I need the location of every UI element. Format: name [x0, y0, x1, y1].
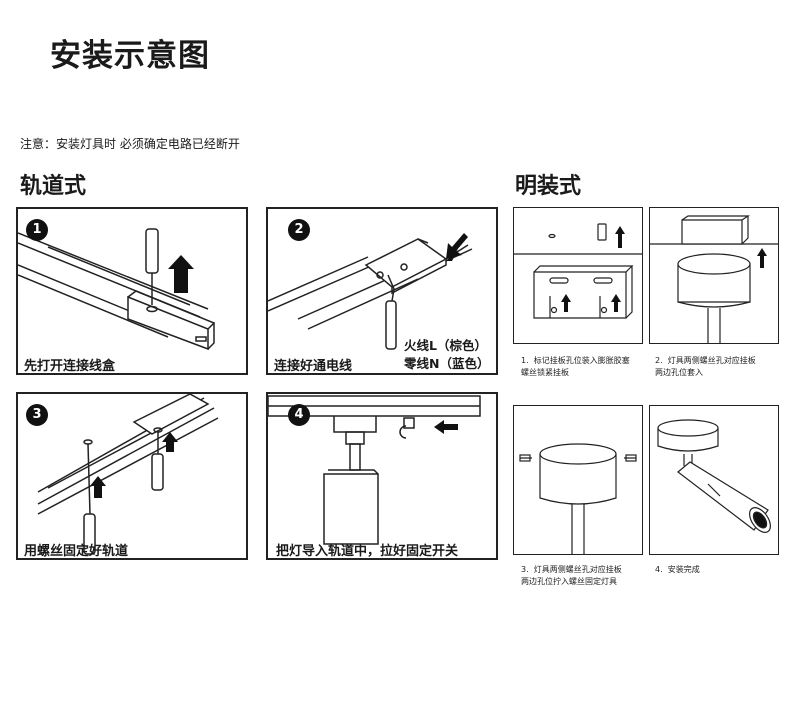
insert-light-illustration — [268, 395, 481, 545]
step-caption: 先打开连接线盒 — [24, 359, 116, 374]
page-title: 安装示意图 — [50, 38, 210, 74]
neutral-wire-label: 零线N（蓝色） — [404, 356, 490, 371]
caption-number: 3. — [521, 565, 529, 574]
step-number-badge: 1 — [26, 219, 48, 241]
track-heading: 轨道式 — [20, 174, 87, 199]
step-number-badge: 2 — [288, 219, 310, 241]
step-caption: 把灯导入轨道中，拉好固定开关 — [276, 544, 459, 559]
caption-number: 1. — [521, 356, 529, 365]
step-caption: 用螺丝固定好轨道 — [24, 544, 129, 559]
step-number-badge: 4 — [288, 404, 310, 426]
finished-spotlight-illustration — [657, 419, 771, 533]
surface-heading: 明装式 — [515, 174, 582, 199]
surface-step-4-caption: 4. 安装完成 — [655, 564, 700, 576]
caption-number: 4. — [655, 565, 663, 574]
caption-line-2: 两边孔位拧入螺丝固定灯具 — [521, 577, 617, 586]
screw-track-illustration — [37, 394, 219, 555]
caption-number: 2. — [655, 356, 663, 365]
wiring-illustration — [268, 233, 473, 350]
fixture-onto-plate-illustration — [650, 215, 778, 343]
track-step-3-panel: 3 用螺丝固定好轨道 — [16, 392, 248, 560]
surface-step-3-caption: 3. 灯具两侧螺丝孔对应挂板 两边孔位拧入螺丝固定灯具 — [521, 564, 622, 588]
step-caption: 连接好通电线 — [274, 359, 353, 374]
caption-line-1: 灯具两侧螺丝孔对应挂板 — [667, 356, 756, 365]
mounting-plate-illustration — [514, 223, 642, 319]
surface-step-3-panel — [513, 405, 643, 555]
track-step-4-panel: 4 把灯导入轨道中，拉好固定开关 — [266, 392, 498, 560]
surface-step-4-panel — [649, 405, 779, 555]
track-step-2-panel: 2 连接好通电线 火线L（棕色） 零线N（蓝色） — [266, 207, 498, 375]
caption-line-2: 螺丝锁紧挂板 — [521, 368, 569, 377]
surface-step-1-panel — [513, 207, 643, 344]
screw-fixture-illustration — [519, 443, 637, 554]
caption-line-1: 标记挂板孔位装入膨胀胶塞 — [533, 356, 630, 365]
surface-step-2-caption: 2. 灯具两侧螺丝孔对应挂板 两边孔位套入 — [655, 355, 756, 379]
caption-line-1: 灯具两侧螺丝孔对应挂板 — [533, 565, 622, 574]
safety-notice: 注意：安装灯具时 必须确定电路已经断开 — [20, 137, 240, 151]
surface-step-1-caption: 1. 标记挂板孔位装入膨胀胶塞 螺丝锁紧挂板 — [521, 355, 630, 379]
track-step-1-panel: 1 先打开连接线盒 — [16, 207, 248, 375]
caption-line-1: 安装完成 — [667, 565, 700, 574]
caption-line-2: 两边孔位套入 — [655, 368, 703, 377]
track-box-illustration — [18, 228, 216, 351]
step-number-badge: 3 — [26, 404, 48, 426]
surface-step-2-panel — [649, 207, 779, 344]
live-wire-label: 火线L（棕色） — [404, 338, 487, 353]
